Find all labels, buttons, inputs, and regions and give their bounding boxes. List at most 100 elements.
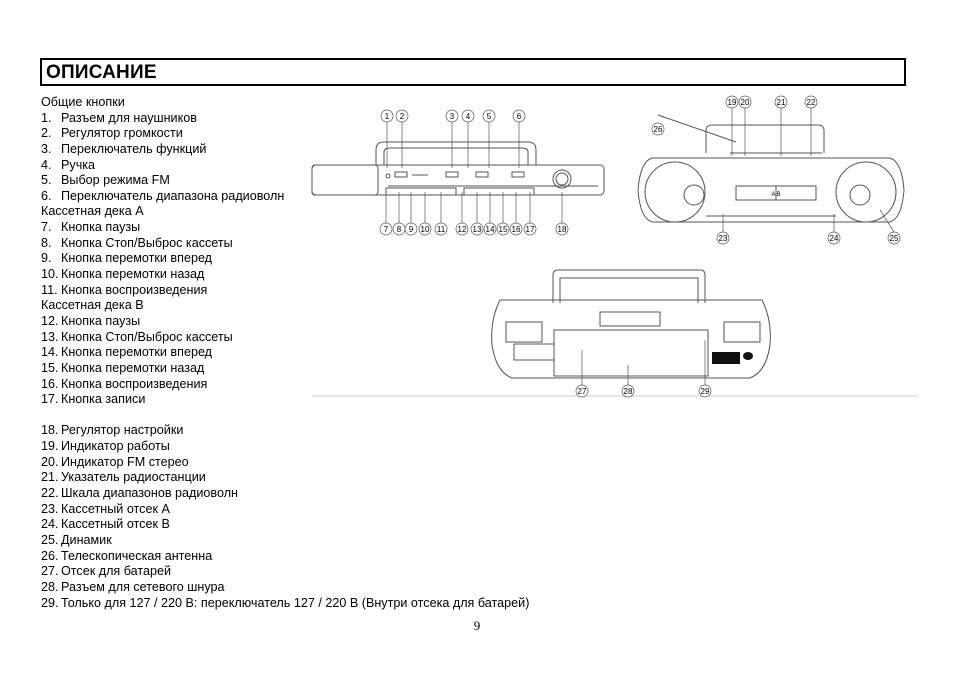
item-text: Кассетная дека В: [41, 298, 144, 313]
item-text: Динамик: [61, 532, 112, 547]
list-group-heading: Кассетная дека В: [41, 298, 529, 314]
item-number: 2.: [41, 126, 52, 141]
item-text: Разъем для сетевого шнура: [61, 579, 225, 594]
deck-label: A B: [771, 192, 780, 198]
item-text: Кнопка перемотки назад: [61, 267, 205, 282]
list-item: 15.Кнопка перемотки назад: [41, 361, 529, 377]
callout-23: 23: [716, 214, 730, 245]
item-number: 19.: [41, 439, 59, 454]
svg-text:19: 19: [728, 98, 737, 107]
list-item: 4. Ручка: [41, 158, 529, 174]
section-title: ОПИСАНИЕ: [46, 62, 157, 83]
item-number: 29.: [41, 595, 59, 610]
item-text: Телескопическая антенна: [61, 548, 213, 563]
back-view-diagram: [491, 269, 771, 379]
item-text: Кнопка паузы: [61, 313, 141, 328]
list-item: 27.Отсек для батарей: [41, 564, 529, 580]
list-item: 18.Регулятор настройки: [41, 423, 529, 439]
list-item: 16.Кнопка воспроизведения: [41, 377, 529, 393]
list-item: 14.Кнопка перемотки вперед: [41, 345, 529, 361]
item-text: Регулятор громкости: [61, 126, 183, 141]
svg-text:27: 27: [578, 387, 587, 396]
item-number: 9.: [41, 251, 52, 266]
svg-text:25: 25: [890, 234, 899, 243]
item-text: Кнопка записи: [61, 392, 146, 407]
callout-24: 24: [827, 214, 841, 245]
item-number: 22.: [41, 486, 59, 501]
list-item: 20.Индикатор FM стерео: [41, 455, 529, 471]
list-item: 13.Кнопка Стоп/Выброс кассеты: [41, 330, 529, 346]
list-item: 1. Разъем для наушников: [41, 111, 529, 127]
item-number: 15.: [41, 360, 59, 375]
item-number: 18.: [41, 423, 59, 438]
item-number: 14.: [41, 345, 59, 360]
svg-text:22: 22: [807, 98, 816, 107]
list-item: 21.Указатель радиостанции: [41, 470, 529, 486]
callout-19: 19: [725, 95, 739, 156]
page-number: 9: [473, 618, 481, 633]
item-text: Переключатель функций: [61, 141, 207, 156]
item-number: 1.: [41, 110, 52, 125]
item-text: Кнопка воспроизведения: [61, 376, 208, 391]
list-item: 9. Кнопка перемотки вперед: [41, 251, 529, 267]
list-item: 12.Кнопка паузы: [41, 314, 529, 330]
item-number: 7.: [41, 220, 52, 235]
item-number: 4.: [41, 157, 52, 172]
item-text: Общие кнопки: [41, 95, 125, 109]
callout-26: 26: [651, 122, 665, 136]
list-item: 26.Телескопическая антенна: [41, 549, 529, 565]
item-number: 16.: [41, 376, 59, 391]
callout-28: 28: [621, 365, 635, 398]
item-number: 23.: [41, 501, 59, 516]
item-number: 25.: [41, 532, 59, 547]
item-text: Индикатор работы: [61, 439, 170, 454]
item-text: Кнопка паузы: [61, 220, 141, 235]
item-text: Кнопка перемотки вперед: [61, 251, 213, 266]
item-number: 26.: [41, 548, 59, 563]
list-item: 23.Кассетный отсек А: [41, 502, 529, 518]
list-item: 5.Выбор режима FM: [41, 173, 529, 189]
item-number: 20.: [41, 454, 59, 469]
list-item: 24.Кассетный отсек В: [41, 517, 529, 533]
list-item: 22.Шкала диапазонов радиоволн: [41, 486, 529, 502]
list-item: 19.Индикатор работы: [41, 439, 529, 455]
item-number: 21.: [41, 470, 59, 485]
item-text: Разъем для наушников: [61, 110, 197, 125]
svg-text:21: 21: [777, 98, 786, 107]
svg-text:28: 28: [624, 387, 633, 396]
item-text: Только для 127 / 220 В: переключатель 12…: [61, 595, 530, 610]
item-text: Ручка: [61, 157, 96, 172]
callout-21: 21: [774, 95, 788, 156]
item-number: 12.: [41, 313, 59, 328]
list-item: 10.Кнопка перемотки назад: [41, 267, 529, 283]
callout-27: 27: [575, 350, 589, 398]
list-group-heading: Общие кнопки: [41, 95, 529, 111]
list-item: 8.Кнопка Стоп/Выброс кассеты: [41, 236, 529, 252]
callout-22: 22: [804, 95, 818, 156]
svg-text:23: 23: [719, 234, 728, 243]
item-text: Указатель радиостанции: [61, 470, 206, 485]
list-spacer: [41, 408, 529, 424]
callout-18: 18: [555, 192, 569, 236]
item-text: Кнопка Стоп/Выброс кассеты: [61, 235, 233, 250]
section-title-bar: ОПИСАНИЕ: [40, 58, 906, 86]
item-text: Выбор режима FM: [61, 173, 170, 188]
list-item: 28.Разъем для сетевого шнура: [41, 580, 529, 596]
item-text: Индикатор FM стерео: [61, 454, 189, 469]
list-item: 11.Кнопка воспроизведения: [41, 283, 529, 299]
svg-text:18: 18: [558, 225, 567, 234]
item-number: 11.: [41, 282, 58, 297]
item-text: Кассетный отсек А: [61, 501, 170, 516]
svg-text:29: 29: [701, 387, 710, 396]
list-item: 29.Только для 127 / 220 В: переключатель…: [41, 596, 529, 612]
item-text: Кнопка перемотки назад: [61, 360, 205, 375]
item-text: Кнопка воспроизведения: [61, 282, 208, 297]
item-number: 27.: [41, 564, 59, 579]
list-item: 25.Динамик: [41, 533, 529, 549]
item-text: Регулятор настройки: [61, 423, 184, 438]
item-number: 6.: [41, 188, 52, 203]
list-item: 7. Кнопка паузы: [41, 220, 529, 236]
list-group-heading: Кассетная дека А: [41, 204, 529, 220]
item-text: Кассетный отсек В: [61, 517, 170, 532]
item-text: Переключатель диапазона радиоволн: [61, 188, 285, 203]
